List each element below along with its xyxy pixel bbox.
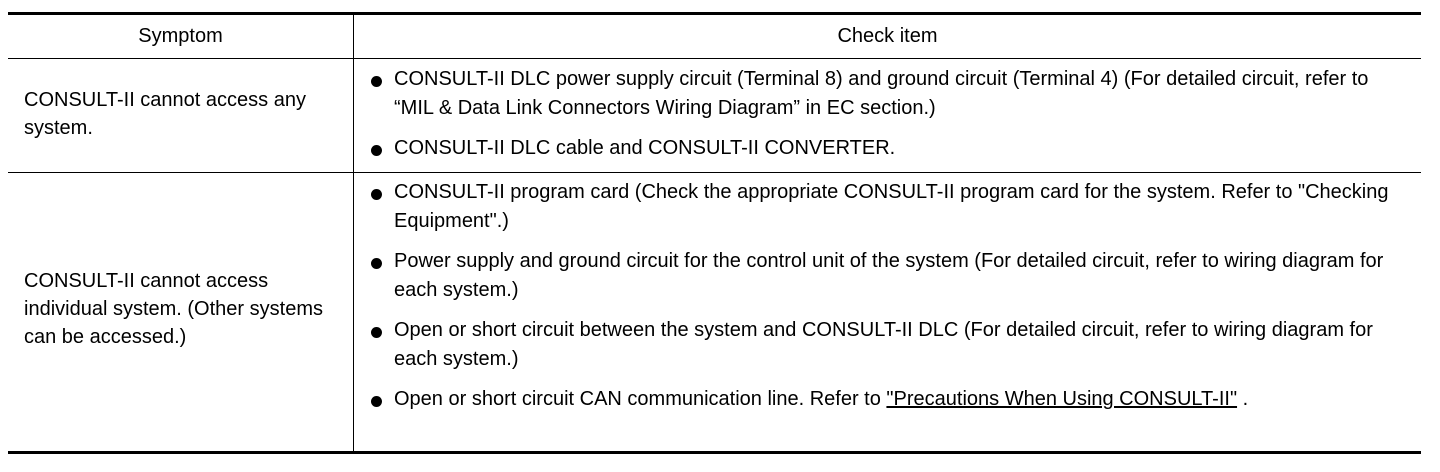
check-item: Power supply and ground circuit for the … [368,247,1413,305]
check-item-text: Open or short circuit CAN communication … [394,388,887,410]
bullet-icon [371,145,382,156]
diagnosis-table: Symptom Check item CONSULT-II cannot acc… [8,12,1421,454]
symptom-cell-1: CONSULT-II cannot access any system. [24,89,306,139]
check-item-suffix: . [1237,388,1249,410]
column-divider [353,15,354,451]
check-item-text: CONSULT-II DLC cable and CONSULT-II CONV… [394,137,896,159]
precautions-link[interactable]: "Precautions When Using CONSULT-II" [886,388,1238,410]
check-item: CONSULT-II DLC cable and CONSULT-II CONV… [368,134,1413,163]
symptom-cell-2: CONSULT-II cannot access individual syst… [24,270,323,348]
bullet-icon [371,189,382,200]
check-item: CONSULT-II program card (Check the appro… [368,178,1413,236]
check-item: Open or short circuit CAN communication … [368,385,1413,414]
row-divider [8,172,1421,173]
header-check-item: Check item [837,25,938,47]
bullet-icon [371,76,382,87]
bullet-icon [371,327,382,338]
header-divider [8,58,1421,59]
check-cell-1: CONSULT-II DLC power supply circuit (Ter… [368,65,1413,174]
header-symptom: Symptom [138,25,223,47]
bullet-icon [371,396,382,407]
check-item-text: CONSULT-II program card (Check the appro… [394,181,1389,232]
check-cell-2: CONSULT-II program card (Check the appro… [368,178,1413,425]
check-item-text: CONSULT-II DLC power supply circuit (Ter… [394,68,1369,119]
check-item-text: Open or short circuit between the system… [394,319,1373,370]
check-item: Open or short circuit between the system… [368,316,1413,374]
bullet-icon [371,258,382,269]
check-item: CONSULT-II DLC power supply circuit (Ter… [368,65,1413,123]
check-item-text: Power supply and ground circuit for the … [394,250,1384,301]
